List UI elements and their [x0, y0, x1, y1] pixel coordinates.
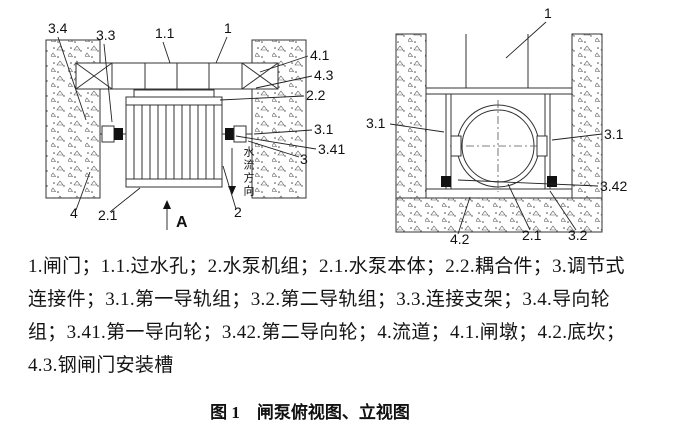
legend-line: 4.3.钢闸门安装槽: [28, 355, 174, 376]
guide-rail-axis: [100, 125, 252, 143]
elev-label-1: 1: [544, 5, 552, 21]
guide-wheel-bottom-left: [441, 176, 451, 187]
guide-rail-right: [536, 94, 557, 189]
guide-wheel-left: [114, 128, 123, 140]
guide-rail-left: [441, 94, 462, 189]
legend-line: 组；3.41.第一导向轮；3.42.第二导向轮；4.流道；4.1.闸墩；4.2.…: [28, 322, 626, 343]
elev-label-3-2: 3.2: [568, 227, 588, 243]
top-view-drawing: A 3.4 3.3 1.1 1 4.1 4.3 2.2 3.1 3.41: [45, 20, 345, 231]
figure-legend: 1.闸门；1.1.过水孔；2.水泵机组；2.1.水泵本体；2.2.耦合件；3.调…: [28, 250, 662, 382]
label-3-1: 3.1: [314, 121, 334, 137]
bottom-sill: [425, 188, 573, 199]
label-3-3: 3.3: [96, 27, 116, 43]
section-a-arrow: [163, 200, 171, 230]
label-3-41: 3.41: [318, 141, 345, 157]
label-1: 1: [224, 20, 232, 36]
label-4-3: 4.3: [314, 67, 334, 83]
label-3: 3: [300, 151, 308, 167]
label-2: 2: [234, 204, 242, 220]
elev-label-2-1: 2.1: [522, 227, 542, 243]
label-1-1: 1.1: [155, 25, 175, 41]
gate-bar: [75, 62, 279, 90]
flow-direction-label: 水流方向: [242, 146, 254, 198]
rail-bracket-right: [233, 125, 247, 143]
label-4: 4: [70, 205, 78, 221]
gate-slot: [426, 34, 572, 95]
elev-left-wall-hatch: [395, 33, 427, 199]
guide-wheel-bottom-right: [547, 176, 557, 187]
figure-drawings: A 3.4 3.3 1.1 1 4.1 4.3 2.2 3.1 3.41: [45, 5, 627, 247]
label-2-1: 2.1: [98, 207, 118, 223]
elev-label-4-2: 4.2: [450, 231, 470, 247]
elev-label-3-42: 3.42: [600, 178, 627, 194]
elev-label-3-1-right: 3.1: [604, 126, 624, 142]
pump-unit-grid: [125, 89, 223, 188]
guide-wheel-right: [225, 128, 234, 140]
elevation-view-drawing: 1 3.1 3.1 3.42 4.2 2.1 3.2: [366, 5, 627, 247]
rail-bracket-left: [101, 125, 115, 143]
legend-line: 连接件；3.1.第一导轨组；3.2.第二导轨组；3.3.连接支架；3.4.导向轮: [28, 289, 611, 310]
pump-body-circle: [450, 100, 546, 192]
elev-label-3-1-left: 3.1: [366, 115, 386, 131]
elev-right-wall-hatch: [571, 33, 603, 199]
label-4-1: 4.1: [310, 47, 330, 63]
legend-line: 1.闸门；1.1.过水孔；2.水泵机组；2.1.水泵本体；2.2.耦合件；3.调…: [28, 256, 625, 277]
label-2-2: 2.2: [306, 87, 326, 103]
figure-caption: 图 1 闸泵俯视图、立视图: [210, 403, 410, 422]
gate-crossbox-left: [75, 62, 113, 90]
label-3-4: 3.4: [48, 20, 68, 36]
section-a-label: A: [176, 214, 188, 231]
gate-crossbox-right: [241, 62, 279, 90]
